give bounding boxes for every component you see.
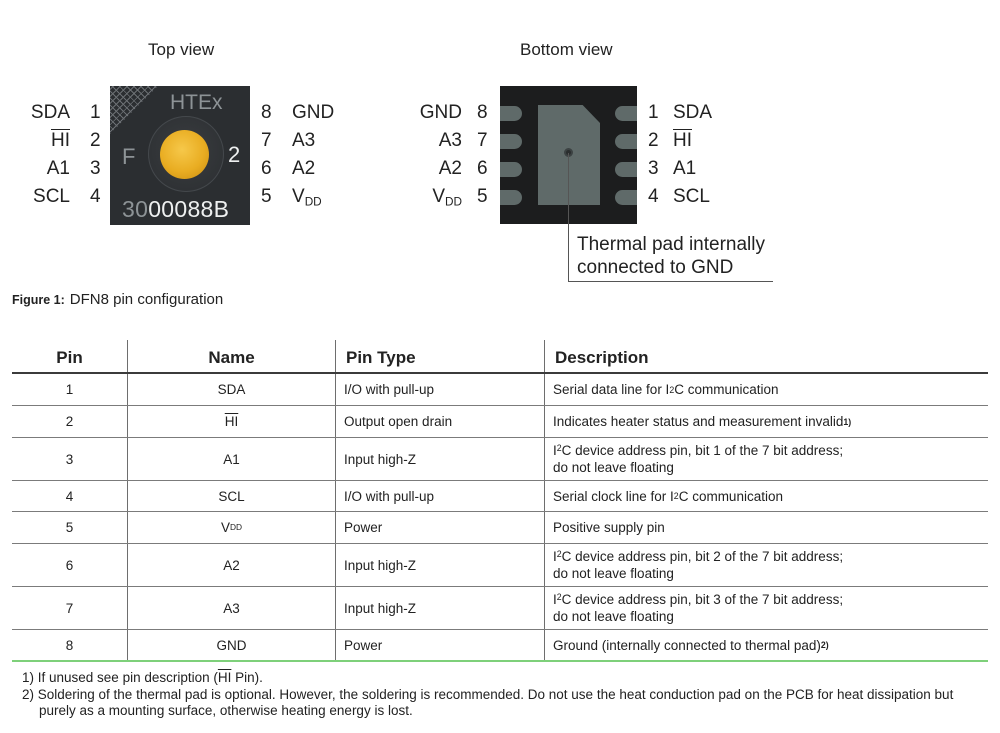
pin-pad-2 xyxy=(615,134,637,149)
pin-label: A1 xyxy=(673,158,697,179)
callout-line-vertical xyxy=(568,153,569,282)
pin-label: HI xyxy=(673,130,692,151)
pin-number: 6 xyxy=(261,158,272,179)
pin-number: 2 xyxy=(90,130,101,151)
pin-label: A2 xyxy=(292,158,316,179)
table-row: 7 A3 Input high-Z I2C device address pin… xyxy=(12,587,988,630)
table-footnotes: 1) If unused see pin description (HI Pin… xyxy=(22,670,982,720)
pin-label: A2 xyxy=(438,158,462,179)
pin-number: 8 xyxy=(261,102,272,123)
top-view-left-names: SDA HI A1 SCL xyxy=(30,99,70,211)
table-row: 4 SCL I/O with pull-up Serial clock line… xyxy=(12,481,988,512)
pin-number: 6 xyxy=(477,158,488,179)
pin-table: Pin Name Pin Type Description 1 SDA I/O … xyxy=(12,340,988,662)
table-row: 8 GND Power Ground (internally connected… xyxy=(12,630,988,662)
table-row: 6 A2 Input high-Z I2C device address pin… xyxy=(12,544,988,587)
pin-number: 5 xyxy=(261,186,272,207)
bottom-view-title: Bottom view xyxy=(520,40,613,59)
top-view-title: Top view xyxy=(148,40,215,59)
header-pin: Pin xyxy=(12,340,128,372)
callout-line-horizontal xyxy=(568,281,773,282)
table-row: 2 HI Output open drain Indicates heater … xyxy=(12,406,988,438)
pin-number: 1 xyxy=(90,102,101,123)
pin-pad-3 xyxy=(615,162,637,177)
figure-caption-text: DFN8 pin configuration xyxy=(69,291,224,308)
chip-top-view: HTEx F 2 3000088B xyxy=(110,86,250,225)
pin-number: 7 xyxy=(261,130,272,151)
pin-pad-5 xyxy=(500,190,522,205)
pin-label: HI xyxy=(51,130,70,151)
footnote-1: 1) If unused see pin description (HI Pin… xyxy=(22,670,263,685)
top-view-left-numbers: 1 2 3 4 xyxy=(90,99,104,211)
pin-pad-4 xyxy=(615,190,637,205)
pin-number: 3 xyxy=(648,158,659,179)
pin-pad-7 xyxy=(500,134,522,149)
pin-pad-8 xyxy=(500,106,522,121)
top-view-right-names: GND A3 A2 VDD xyxy=(292,99,334,211)
header-name: Name xyxy=(128,340,336,372)
pin-label: SDA xyxy=(30,102,70,123)
sensor-lens-icon xyxy=(160,130,209,179)
pin-number: 3 xyxy=(90,158,101,179)
pin-label: SCL xyxy=(33,186,70,207)
pin-number: 4 xyxy=(648,186,659,207)
bottom-view-left-names: GND A3 A2 VDD xyxy=(410,99,462,211)
bottom-view-right-names: SDA HI A1 SCL xyxy=(673,99,712,211)
pin1-hatch-marker xyxy=(110,86,158,134)
chip-brand-marking: HTEx xyxy=(170,91,223,114)
pin-number: 1 xyxy=(648,102,659,123)
pin-label: A1 xyxy=(46,158,70,179)
header-pin-type: Pin Type xyxy=(336,340,545,372)
pin-label: GND xyxy=(292,102,335,123)
figure-caption: Figure 1: DFN8 pin configuration xyxy=(12,291,223,308)
table-header-row: Pin Name Pin Type Description xyxy=(12,340,988,374)
thermal-pad-callout: Thermal pad internally connected to GND xyxy=(577,234,765,278)
header-description: Description xyxy=(555,347,649,367)
pin-label: VDD xyxy=(432,186,462,209)
pin-label: VDD xyxy=(292,186,322,209)
pin-label: GND xyxy=(419,102,462,123)
top-view-right-numbers: 8 7 6 5 xyxy=(261,99,275,211)
pin-number: 7 xyxy=(477,130,488,151)
table-row: 3 A1 Input high-Z I2C device address pin… xyxy=(12,438,988,481)
pin-label: A3 xyxy=(438,130,462,151)
chip-serial-number: 3000088B xyxy=(122,196,230,222)
pin-label: A3 xyxy=(292,130,316,151)
bottom-view-right-numbers: 1 2 3 4 xyxy=(648,99,662,211)
pin-number: 8 xyxy=(477,102,488,123)
pin-pad-1 xyxy=(615,106,637,121)
pin-number: 5 xyxy=(477,186,488,207)
footnote-2: 2) Soldering of the thermal pad is optio… xyxy=(22,686,954,719)
pin-label: SDA xyxy=(673,102,713,123)
pin-label: SCL xyxy=(673,186,710,207)
pin-pad-6 xyxy=(500,162,522,177)
chip-left-marking: F xyxy=(122,144,136,169)
pin-number: 2 xyxy=(648,130,659,151)
table-row: 1 SDA I/O with pull-up Serial data line … xyxy=(12,374,988,406)
bottom-view-left-numbers: 8 7 6 5 xyxy=(477,99,491,211)
pin-number: 4 xyxy=(90,186,101,207)
chip-right-marking: 2 xyxy=(228,142,241,167)
figure-caption-label: Figure 1: xyxy=(12,293,65,307)
